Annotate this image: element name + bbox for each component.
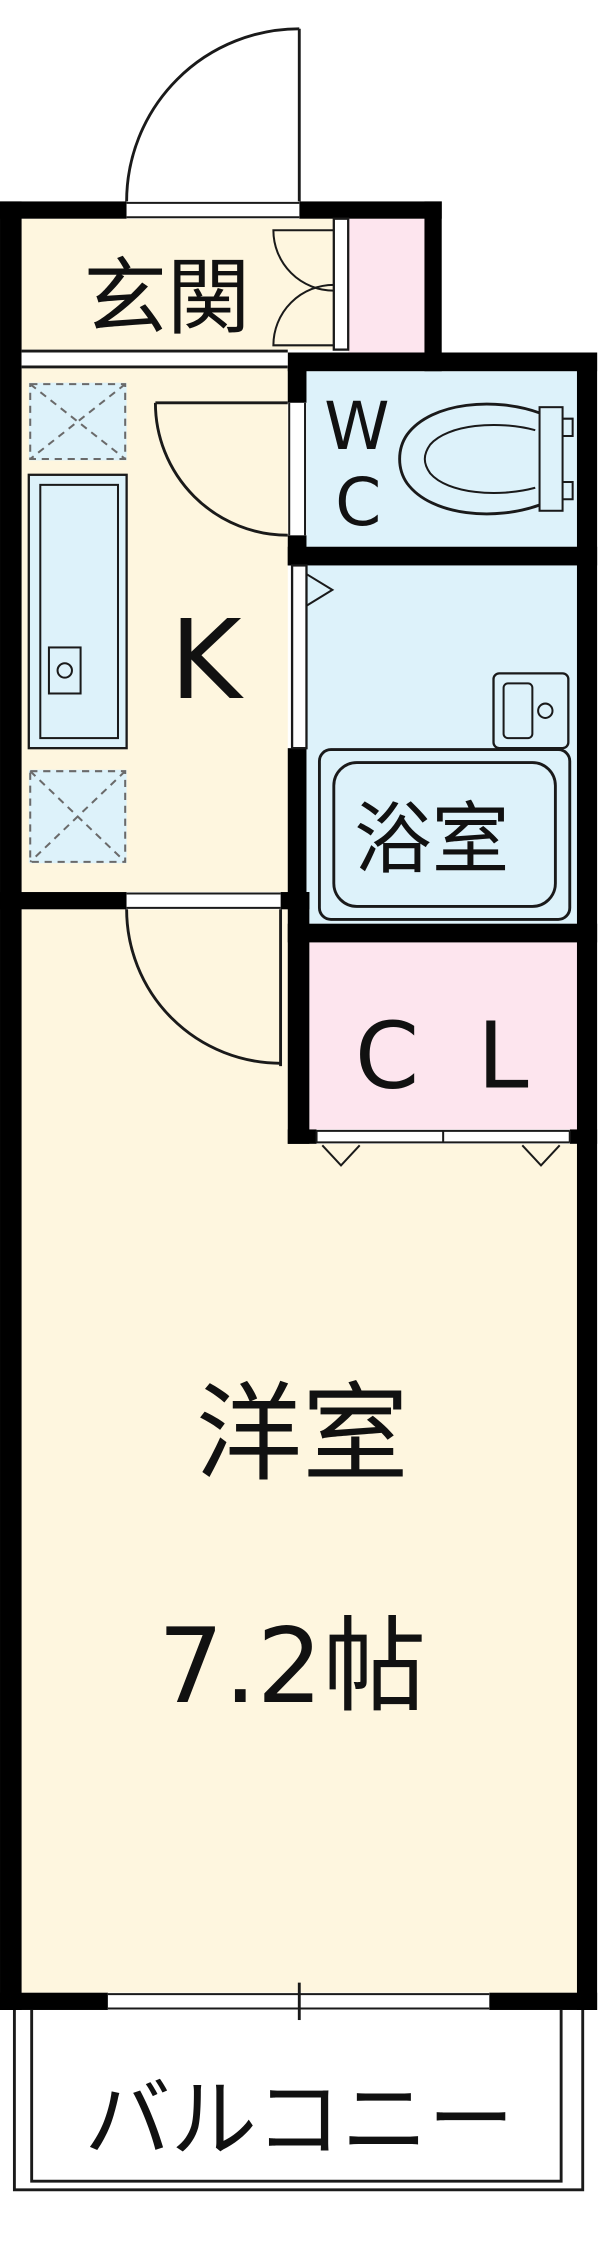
wall-closet-bottom-right xyxy=(569,1129,598,1144)
entrance-threshold xyxy=(126,201,300,219)
wall-genkan-right xyxy=(424,201,442,372)
wall-left xyxy=(0,201,22,2010)
wall-kitchen-room-right xyxy=(280,892,310,910)
wc-label-bottom: C xyxy=(335,464,381,541)
entry-step-lines xyxy=(21,349,288,369)
toilet-bowl-outer xyxy=(398,402,541,516)
wall-kitchen-room-left xyxy=(0,892,127,910)
entrance-door-swing xyxy=(125,27,300,202)
entry-step xyxy=(21,349,288,369)
room-labels: 玄関 K W C 浴室 C L 洋室 7.2帖 バルコニー xyxy=(83,250,543,2171)
shoe-cabinet-front xyxy=(332,217,350,351)
balcony-window xyxy=(107,1982,490,2021)
entrance-door xyxy=(125,27,301,219)
genkan-floor xyxy=(21,218,334,350)
room-door-opening xyxy=(126,892,281,910)
walls xyxy=(0,201,598,2010)
wall-bottom-left xyxy=(0,1992,108,2010)
toilet-tank-tabs xyxy=(562,417,574,501)
western-room-label: 洋室 xyxy=(196,1372,409,1496)
wall-closet-bottom-left xyxy=(287,1129,317,1144)
bath-door xyxy=(290,564,335,750)
wc-door-jambs xyxy=(288,402,307,536)
wc-door-opening xyxy=(287,402,307,536)
balcony xyxy=(12,2009,585,2192)
drain-icon xyxy=(56,662,73,679)
toilet-icon xyxy=(398,402,574,516)
faucet-knob xyxy=(537,702,554,719)
cabinet-bottom-outline xyxy=(29,770,127,863)
wall-kitchen-right-upper xyxy=(287,352,307,403)
wall-wc-top xyxy=(287,352,598,372)
kitchen-label: K xyxy=(170,597,244,724)
shoe-cabinet xyxy=(348,218,425,353)
wc-floor xyxy=(306,371,577,547)
balcony-inner-rail xyxy=(30,2009,563,2183)
cabinet-top-outline xyxy=(29,383,127,460)
wc-door xyxy=(153,401,307,537)
balcony-outer-rail xyxy=(12,2009,585,2192)
bath-door-arrow-icon xyxy=(305,573,335,607)
room-door-swing xyxy=(125,909,281,1065)
wc-label-top: W xyxy=(324,388,389,465)
closet-sliding-door xyxy=(315,1129,571,1167)
wall-wc-bath xyxy=(287,546,598,566)
bathtub xyxy=(317,748,572,921)
shoe-cabinet-door-upper xyxy=(272,229,334,292)
cabinet-bottom xyxy=(28,769,127,864)
kitchen-counter xyxy=(27,382,128,864)
entry-step-strip xyxy=(21,349,288,369)
western-room-floor xyxy=(21,909,577,1993)
entrance-opening xyxy=(126,201,300,219)
counter-inner xyxy=(39,483,120,740)
room-door-threshold xyxy=(126,892,281,909)
wall-bath-closet xyxy=(287,923,598,943)
wc-door-swing xyxy=(153,402,288,537)
wall-right xyxy=(576,352,598,2010)
shoe-cabinet-door-lower xyxy=(272,283,334,347)
counter-top xyxy=(27,473,128,750)
faucet-icon xyxy=(492,672,570,750)
wall-kitchen-right-lower xyxy=(287,748,307,910)
closet-floor xyxy=(309,942,577,1130)
closet-door-chevron-icons xyxy=(321,1144,561,1167)
bath-door-panel xyxy=(290,564,308,750)
faucet-panel xyxy=(502,682,534,740)
genkan-label: 玄関 xyxy=(83,250,250,347)
shoe-cabinet-door xyxy=(272,217,350,351)
cabinet-top xyxy=(28,382,127,461)
room-door xyxy=(125,892,283,1067)
bathtub-basin xyxy=(332,761,557,908)
closet-door-lines xyxy=(315,1129,571,1144)
western-room-size: 7.2帖 xyxy=(158,1607,426,1727)
wall-bottom-right xyxy=(489,1992,598,2010)
wall-top-left xyxy=(0,201,127,219)
cabinet-bottom-cross-icon xyxy=(29,770,126,863)
wall-top-right xyxy=(299,201,442,219)
toilet-tank xyxy=(538,406,564,512)
closet-label: C L xyxy=(355,1003,543,1110)
bath-label: 浴室 xyxy=(354,795,509,885)
toilet-bowl-inner xyxy=(423,423,536,494)
sink xyxy=(47,646,82,695)
bathtub-rim xyxy=(317,748,572,921)
balcony-label: バルコニー xyxy=(84,2071,514,2171)
wall-closet-left xyxy=(287,892,310,1144)
